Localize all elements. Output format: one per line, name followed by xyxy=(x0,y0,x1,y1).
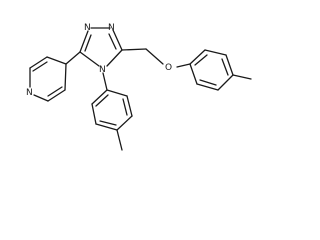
bond-c3-n4 xyxy=(106,49,123,67)
atom-label-pyridine-n: N xyxy=(26,88,33,98)
bond-py-d xyxy=(33,94,49,102)
methylene-ether-linker xyxy=(121,48,191,68)
bond-c3-ch2 xyxy=(121,48,147,51)
chemical-structure: N N N N O xyxy=(26,23,252,151)
bond-br-1 xyxy=(91,89,108,105)
bond-ch2-o xyxy=(145,48,164,65)
structure-canvas: N N N N O xyxy=(26,23,252,151)
bond-br-1-inner xyxy=(95,94,109,107)
bond-br-5-inner xyxy=(122,98,128,116)
bond-br-3 xyxy=(95,123,118,131)
bond-n2-c3-inner xyxy=(108,33,117,50)
bond-br-2 xyxy=(91,103,97,125)
bond-tr-5-inner xyxy=(199,79,217,86)
bond-br-6 xyxy=(106,89,128,97)
bond-py-e xyxy=(47,89,66,102)
bond-c5-n1-inner xyxy=(84,34,92,52)
bond-br-4 xyxy=(116,115,133,131)
bond-n4-c5 xyxy=(79,51,100,67)
bond-py-b xyxy=(29,56,48,69)
bond-tr-1 xyxy=(189,49,206,65)
bond-tr-1-inner xyxy=(194,54,208,66)
triazole-ring xyxy=(79,27,123,67)
atom-label-triazole-n1: N xyxy=(84,23,91,33)
bond-o-aryl xyxy=(176,63,191,68)
n-tolyl-ring xyxy=(91,72,133,151)
bond-n4-aryl xyxy=(102,72,108,91)
bond-py-a xyxy=(46,56,67,65)
tolyl-ether-ring xyxy=(189,49,252,91)
bond-n2-c3 xyxy=(112,29,123,51)
bond-br-3-inner xyxy=(99,120,117,126)
atom-label-ether-o: O xyxy=(165,63,172,73)
atom-label-triazole-n2: N xyxy=(108,23,115,33)
pyridine-ring xyxy=(29,51,81,102)
bond-c5-n1 xyxy=(79,30,89,53)
bond-c5-pyridine xyxy=(65,51,81,65)
bond-tr-methyl xyxy=(232,74,252,80)
bond-tr-4 xyxy=(217,74,234,91)
bond-py-b-inner xyxy=(32,61,48,72)
bond-tr-2 xyxy=(204,49,227,56)
bond-py-e-inner xyxy=(47,86,63,97)
bond-tr-3 xyxy=(225,54,234,76)
bond-br-5 xyxy=(126,95,133,117)
atom-label-triazole-n4: N xyxy=(99,65,106,75)
bond-tr-6 xyxy=(189,63,198,85)
bond-py-f xyxy=(64,63,67,91)
bond-tr-3-inner xyxy=(221,58,229,76)
bond-br-methyl xyxy=(116,129,123,151)
bond-tr-5 xyxy=(196,83,219,91)
